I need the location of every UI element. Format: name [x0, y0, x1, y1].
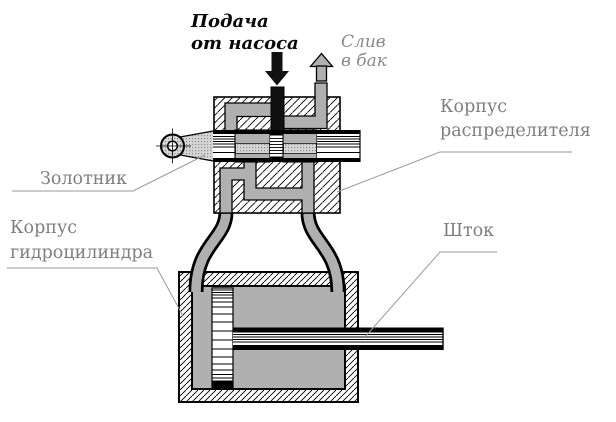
label-supply-line1: Подача — [190, 11, 269, 32]
leader-cylinder-body — [7, 267, 184, 317]
spool-land-right — [282, 129, 318, 163]
spool — [156, 128, 361, 164]
label-cylinder-body-line1: Корпус — [10, 218, 77, 238]
valve-assembly — [156, 82, 361, 214]
channel-bottom — [219, 160, 315, 214]
leader-valve-body — [336, 151, 572, 193]
leader-rod — [364, 251, 497, 338]
piston — [211, 287, 234, 389]
piston-rod — [233, 327, 444, 350]
spool-shaft-right — [317, 130, 361, 162]
label-drain-line2: в бак — [341, 51, 388, 71]
label-supply-line2: от насоса — [191, 33, 299, 54]
label-valve-body-line1: Корпус — [440, 97, 507, 117]
hose-right — [300, 211, 346, 293]
label-rod: Шток — [443, 221, 494, 241]
spool-shaft-left — [213, 130, 235, 162]
drain-arrow-icon — [309, 52, 334, 82]
leader-lines — [7, 151, 572, 338]
channel-supply — [270, 86, 285, 132]
cylinder-assembly — [178, 271, 444, 403]
label-drain-line1: Слив — [341, 32, 386, 52]
spool-land-left — [234, 129, 271, 163]
leader-spool — [12, 154, 206, 192]
label-spool: Золотник — [40, 169, 127, 189]
hose-left — [188, 211, 234, 293]
spool-neck — [270, 130, 283, 162]
label-valve-body-line2: распределителя — [440, 121, 591, 141]
label-cylinder-body-line2: гидроцилиндра — [10, 243, 153, 263]
supply-arrow-icon — [265, 52, 289, 86]
